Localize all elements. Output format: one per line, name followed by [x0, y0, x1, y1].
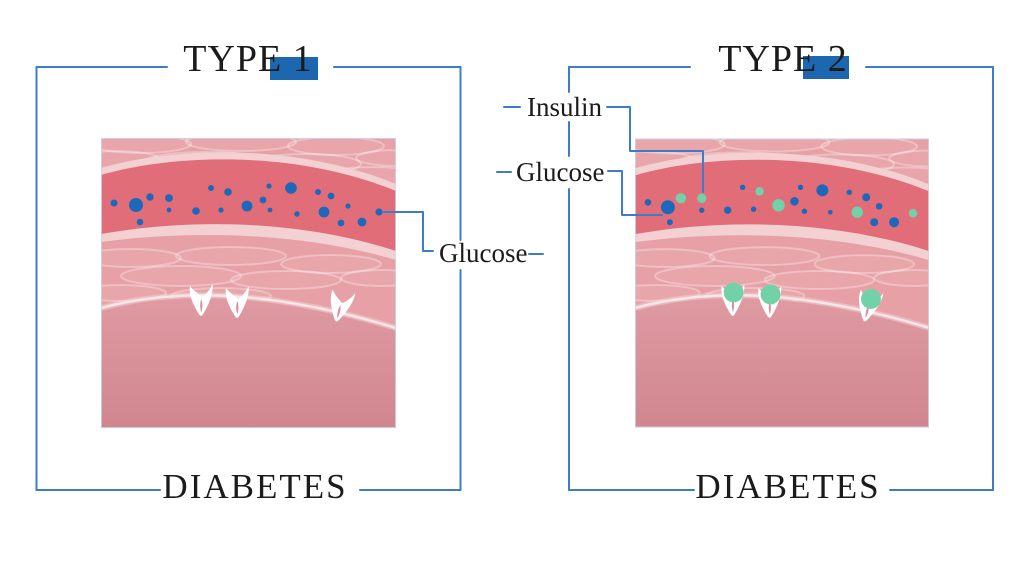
glucose-dot	[699, 207, 705, 213]
insulin-ball	[760, 284, 781, 305]
glucose-dot	[327, 192, 335, 200]
type1-title: TYPE 1	[183, 38, 313, 80]
glucose-dot	[241, 200, 253, 212]
type1-tissue-illustration	[101, 138, 396, 428]
glucose-dot	[790, 196, 799, 206]
glucose-dot	[166, 207, 172, 213]
glucose-dot	[165, 194, 173, 202]
glucose-dot	[224, 188, 232, 196]
glucose-dot	[797, 184, 804, 191]
type2-tissue-illustration	[635, 138, 929, 428]
insulin-receptor	[225, 286, 249, 318]
glucose-dot	[218, 207, 224, 213]
glucose-dot	[889, 217, 900, 228]
glucose-dot	[345, 203, 351, 209]
glucose-dot	[750, 206, 757, 212]
insulin-receptor	[330, 289, 356, 322]
insulin-dot	[755, 187, 764, 196]
glucose-dot	[267, 207, 273, 213]
type2-footer-label: DIABETES	[695, 467, 881, 506]
insulin-receptor	[859, 288, 884, 322]
glucose-dot	[846, 189, 852, 195]
glucose-dot	[136, 218, 144, 226]
insulin-receptor	[721, 282, 745, 316]
glucose-dot	[816, 184, 829, 197]
glucose-label-type1: Glucose	[439, 238, 528, 268]
insulin-receptor	[189, 284, 213, 316]
insulin-label-type2: Insulin	[527, 92, 603, 122]
glucose-dot	[723, 206, 732, 214]
insulin-receptor	[758, 284, 782, 318]
insulin-ball	[723, 282, 744, 303]
vessel-dots	[110, 182, 383, 227]
vessel-dots	[644, 184, 918, 228]
glucose-dot	[870, 218, 879, 227]
type1-accent-rect	[270, 57, 318, 80]
glucose-dot	[644, 198, 652, 206]
insulin-dot	[772, 198, 785, 212]
glucose-dot	[285, 182, 297, 194]
glucose-dot	[666, 219, 673, 226]
glucose-dot	[315, 189, 321, 195]
type2-title: TYPE 2	[718, 38, 848, 80]
glucose-dot	[660, 200, 675, 215]
cell-body	[101, 292, 396, 428]
insulin-dot	[697, 193, 707, 203]
glucose-dot	[739, 184, 746, 191]
glucose-dot	[375, 208, 383, 216]
glucose-dot	[146, 193, 154, 201]
glucose-dot	[259, 196, 267, 204]
glucose-dot	[862, 193, 871, 202]
glucose-dot	[294, 211, 300, 217]
glucose-dot	[208, 185, 214, 191]
cell-body	[635, 292, 929, 428]
glucose-dot	[828, 209, 833, 215]
type1-footer-label: DIABETES	[162, 467, 348, 506]
glucose-dot	[801, 208, 808, 214]
type2-accent-rect	[803, 56, 849, 79]
insulin-ball	[861, 288, 881, 309]
insulin-dot	[908, 208, 918, 218]
insulin-dot	[675, 193, 687, 204]
glucose-dot	[337, 219, 345, 227]
glucose-dot	[318, 206, 330, 218]
glucose-dot	[110, 199, 118, 207]
glucose-dot	[129, 198, 143, 212]
insulin-dot	[851, 206, 863, 218]
glucose-dot	[357, 217, 367, 227]
glucose-label-type2: Glucose	[516, 157, 605, 187]
glucose-dot	[192, 207, 200, 215]
glucose-dot	[266, 183, 272, 189]
glucose-dot	[875, 202, 883, 210]
